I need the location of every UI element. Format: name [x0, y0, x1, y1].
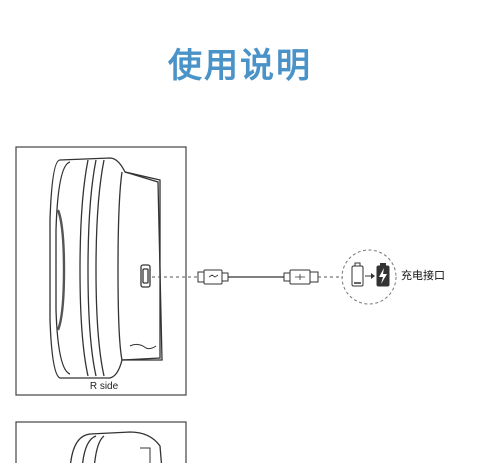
headphone-right-side-illustration: [49, 157, 163, 379]
micro-usb-plug: [197, 269, 229, 285]
usb-a-plug: [283, 269, 319, 285]
page-title: 使用说明: [168, 46, 312, 86]
headphone-illustration-2: [70, 431, 163, 463]
charger-circle: [341, 249, 397, 305]
battery-empty-icon: [351, 262, 364, 287]
panel-caption-r-side: R side: [90, 381, 119, 392]
battery-charging-icon: [376, 263, 390, 287]
charging-port-label: 充电接口: [401, 269, 445, 282]
arrow-right-icon: [365, 273, 375, 279]
